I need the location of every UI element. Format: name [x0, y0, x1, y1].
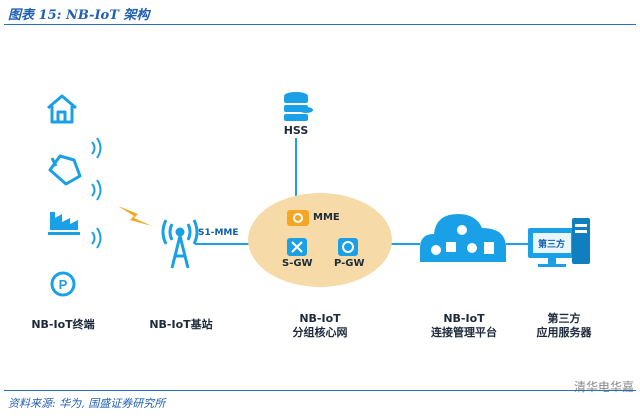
s1-mme-label: S1-MME: [198, 228, 239, 238]
third-party-label-line1: 第三方: [547, 312, 581, 325]
mme-node-icon: [287, 210, 309, 226]
base-station-tower-icon: [161, 219, 199, 269]
mme-label: MME: [313, 212, 340, 223]
database-icon: [284, 92, 313, 121]
core-network-label-line1: NB-IoT: [299, 312, 341, 325]
watermark: 清华电华嘉: [573, 380, 634, 394]
wireless-link-icon: [118, 206, 152, 226]
hss-label: HSS: [283, 124, 309, 137]
svg-text:P: P: [59, 277, 68, 292]
third-party-label: 第三方 应用服务器: [522, 312, 606, 340]
parking-icon: P: [50, 271, 76, 297]
devices-label: NB-IoT终端: [31, 318, 95, 331]
base-station-label: NB-IoT基站: [149, 318, 213, 331]
core-network-area: [248, 193, 392, 287]
core-network-label-line2: 分组核心网: [292, 326, 348, 339]
cloud-platform-icon: [420, 214, 506, 262]
pgw-node-icon: [338, 238, 358, 256]
sgw-node-icon: [287, 238, 307, 256]
core-network-label: NB-IoT 分组核心网: [276, 312, 364, 340]
source-note: 资料来源: 华为, 国盛证券研究所: [8, 397, 166, 410]
footer-divider: [4, 390, 636, 391]
pet-icon: [48, 154, 82, 186]
title-divider: [4, 24, 636, 25]
wifi-signal-icon: [91, 137, 102, 249]
page-title: 图表 15: NB-IoT 架构: [8, 8, 150, 23]
pgw-label: P-GW: [334, 258, 365, 269]
server-screen-label: 第三方: [538, 240, 566, 250]
platform-label-line2: 连接管理平台: [431, 326, 497, 339]
home-icon: [47, 94, 77, 124]
server-monitor-icon: [528, 218, 590, 267]
platform-label-line1: NB-IoT: [443, 312, 485, 325]
factory-icon: [48, 212, 80, 235]
third-party-label-line2: 应用服务器: [536, 326, 592, 339]
sgw-label: S-GW: [282, 258, 313, 269]
platform-label: NB-IoT 连接管理平台: [418, 312, 510, 340]
